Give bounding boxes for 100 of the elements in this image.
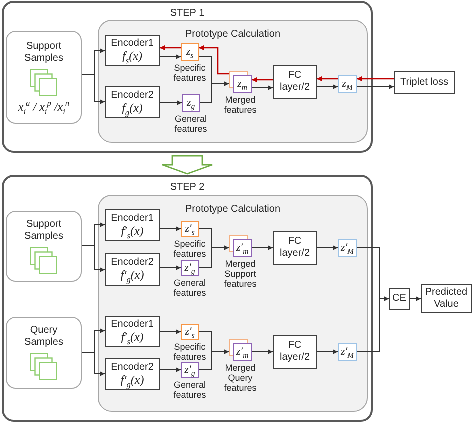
formula-label: f′$_{g}$(x) (120, 269, 144, 282)
panel-title: STEP 1 (170, 8, 205, 20)
process-box (105, 209, 160, 241)
formula-label: f′$_{s}$(x) (121, 224, 144, 238)
formula-label: f′$_{s}$(x) (121, 331, 144, 344)
vector-box (182, 94, 200, 112)
arrow (317, 76, 338, 82)
module-panel (98, 20, 368, 143)
arrow (160, 54, 182, 60)
process-box (105, 358, 160, 390)
vector-box (181, 260, 199, 276)
arrow (316, 350, 338, 354)
stacked-vector-box (229, 71, 252, 93)
vector-box (181, 324, 199, 340)
vector-label: z′$_{g}$ (184, 364, 196, 376)
arrow (82, 74, 106, 104)
box-label: FC layer/2 (278, 340, 311, 364)
box-label: FC layer/2 (278, 70, 311, 94)
vector-label: z′$_{m}$ (236, 242, 249, 254)
feature-caption: Specific features (172, 63, 208, 83)
process-box (273, 65, 317, 99)
box-label: Encoder1 (111, 319, 154, 331)
arrow (356, 296, 390, 352)
arrow (252, 246, 274, 250)
process-box (105, 253, 160, 286)
sample-box (6, 317, 82, 389)
feature-caption: Merged Query features (223, 363, 258, 393)
vector-label: z′$_{s}$ (185, 326, 195, 338)
vector-label: z′$_{g}$ (184, 262, 196, 274)
vector-box (181, 362, 199, 378)
box-label: Encoder1 (111, 212, 154, 224)
vector-label: z$_{m}$ (238, 78, 248, 90)
process-box (394, 71, 455, 94)
arrow (198, 350, 230, 370)
box-label: Support Samples (24, 41, 64, 65)
feature-caption: General features (172, 380, 208, 400)
arrow (252, 78, 273, 82)
formula-label: f$_{s}$(x) (122, 50, 142, 63)
arrow (160, 226, 182, 232)
vector-box (181, 43, 199, 61)
vector-label: z′$_{m}$ (236, 346, 249, 358)
box-label: Encoder2 (111, 362, 154, 374)
box-label: Encoder2 (111, 90, 154, 102)
stacked-vector-box (229, 339, 252, 361)
vector-label: z′$_{s}$ (185, 223, 195, 235)
panel-title: STEP 2 (170, 182, 205, 194)
box-label: Support Samples (24, 218, 64, 242)
arrow (410, 296, 422, 302)
vector-label: z′$_{M}$ (340, 346, 354, 358)
box-label: CE (392, 293, 406, 305)
process-box (105, 35, 160, 66)
arrow (199, 46, 229, 75)
arrow (160, 330, 182, 334)
arrow (356, 84, 394, 90)
feature-caption: Merged features (223, 95, 258, 115)
panel-title: Prototype Calculation (185, 29, 281, 41)
feature-caption: General features (172, 278, 208, 298)
panel-title: Prototype Calculation (185, 204, 281, 216)
vector-label: z$_{g}$ (186, 97, 196, 109)
arrow (82, 246, 106, 272)
arrow (357, 76, 394, 82)
vector-label: z$_{s}$ (186, 46, 194, 58)
process-box (273, 231, 317, 265)
stage-panel (2, 1, 373, 153)
vector-box (338, 75, 357, 93)
module-panel (98, 195, 368, 412)
arrow (200, 82, 230, 104)
vector-box (338, 239, 357, 257)
feature-caption: Specific features (172, 342, 208, 362)
process-box (389, 288, 410, 310)
stage-panel (2, 175, 373, 422)
process-box (273, 335, 317, 369)
vector-box (338, 343, 357, 361)
arrow (160, 266, 182, 270)
arrow (160, 368, 182, 372)
arrow (252, 350, 274, 354)
vector-label: z′$_{M}$ (340, 242, 354, 254)
vector-box (181, 221, 199, 237)
feature-caption: General features (174, 114, 208, 134)
arrow (160, 100, 182, 106)
arrow (198, 246, 230, 268)
box-label: Triplet loss (400, 76, 448, 88)
vector-label: z$_{M}$ (342, 78, 353, 90)
sample-box (6, 31, 82, 124)
arrow (252, 86, 274, 90)
box-label: Encoder2 (111, 257, 154, 269)
feature-caption: Specific features (172, 239, 208, 259)
block-arrow (162, 155, 214, 175)
box-label: FC layer/2 (278, 236, 311, 260)
stacked-vector-box (229, 235, 252, 257)
arrow (316, 84, 338, 90)
process-box (105, 316, 160, 347)
box-label: Query Samples (24, 325, 64, 349)
arrow (82, 352, 106, 376)
box-label: Predicted Value (424, 286, 468, 310)
feature-caption: Merged Support features (223, 259, 258, 289)
arrow (316, 246, 338, 250)
process-box (105, 86, 160, 118)
arrow (160, 46, 181, 50)
sample-box (6, 211, 82, 282)
